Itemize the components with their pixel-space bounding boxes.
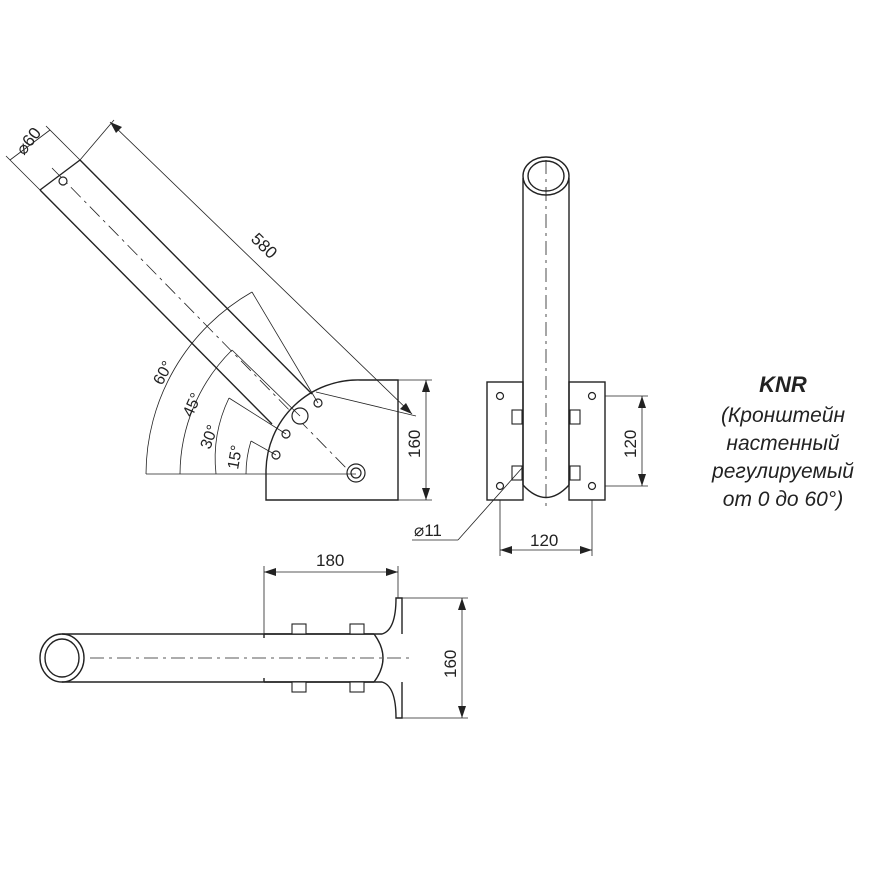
front-hole-br (587, 481, 597, 491)
dia-line (9, 129, 51, 161)
arc-30 (214, 397, 230, 475)
front-hole-tr (587, 391, 597, 401)
len-arrow-2 (400, 403, 412, 414)
bolt-nut-4 (569, 465, 581, 481)
bottom-tube-cap (373, 633, 384, 683)
leader-45 (231, 349, 301, 417)
pivot-hole-inner (350, 467, 362, 479)
product-desc-line-4: от 0 до 60°) (723, 488, 843, 511)
side-plate (265, 379, 399, 501)
arc-15 (245, 440, 252, 475)
bolt-nut-2 (569, 409, 581, 425)
hole-leader (457, 467, 523, 541)
bottom-tube-end-outer (39, 633, 85, 683)
h120-arrow-1 (638, 396, 646, 408)
bracket-top (264, 597, 403, 635)
bottom-nut-3 (291, 681, 307, 693)
title-block: KNR (Кронштейн настенный регулируемый от… (711, 372, 854, 511)
tube-edge-lower (79, 159, 313, 395)
product-desc-line-1: (Кронштейн (721, 404, 846, 427)
leader-60 (251, 291, 319, 404)
dim-hole: ⌀11 (414, 521, 442, 540)
bracket-bottom (264, 681, 403, 719)
front-hole-tl (495, 391, 505, 401)
leader-15 (250, 440, 277, 456)
dia-ext-2 (45, 125, 81, 161)
w120-arrow-2 (580, 546, 592, 554)
front-plate-right (568, 381, 606, 501)
dim-plate-height: 160 (405, 430, 424, 458)
front-plate-left (486, 381, 524, 501)
h160b-arrow-1 (458, 598, 466, 610)
side-view: ⌀60 580 60° 45° 30° 15° (5, 119, 432, 501)
h120-arrow-2 (638, 474, 646, 486)
dim-front-width: 120 (530, 531, 558, 550)
product-desc-line-3: регулируемый (711, 460, 854, 483)
bolt-nut-3 (511, 465, 523, 481)
front-hole-bl (495, 481, 505, 491)
leader-30 (228, 397, 287, 435)
tube-hole (58, 176, 68, 186)
len-ext-2 (315, 391, 417, 417)
dim-tube-length: 580 (247, 229, 281, 262)
angle-label-60: 60° (151, 359, 177, 388)
h160-arrow-2 (422, 488, 430, 500)
angle-label-15: 15° (225, 444, 246, 471)
dim-front-height: 120 (621, 430, 640, 458)
front-view: ⌀11 120 120 (412, 156, 648, 556)
arc-45 (179, 349, 233, 475)
h160b-arrow-2 (458, 706, 466, 718)
angle-label-45: 45° (180, 391, 205, 420)
product-desc-line-2: настенный (726, 432, 839, 455)
tube-edge-upper (39, 189, 273, 425)
len-ext-1 (79, 119, 115, 161)
dia-ext-1 (5, 155, 41, 191)
bottom-nut-1 (291, 623, 307, 635)
product-code: KNR (759, 372, 807, 397)
w120-arrow-1 (500, 546, 512, 554)
dim-tube-diameter: ⌀60 (12, 124, 45, 159)
arc-60 (145, 291, 253, 475)
len-arrow-1 (110, 122, 122, 133)
tube-end (39, 159, 81, 191)
tube-axis (51, 167, 353, 475)
w180-arrow-2 (386, 568, 398, 576)
w180-arrow-1 (264, 568, 276, 576)
len-line (109, 121, 413, 415)
bottom-view: 180 160 (39, 551, 468, 719)
bottom-nut-2 (349, 623, 365, 635)
bottom-nut-4 (349, 681, 365, 693)
bolt-nut-1 (511, 409, 523, 425)
bottom-tube-end-inner (44, 638, 80, 678)
dim-bottom-offset: 180 (316, 551, 344, 570)
dim-bottom-height: 160 (441, 650, 460, 678)
h160-arrow-1 (422, 380, 430, 392)
